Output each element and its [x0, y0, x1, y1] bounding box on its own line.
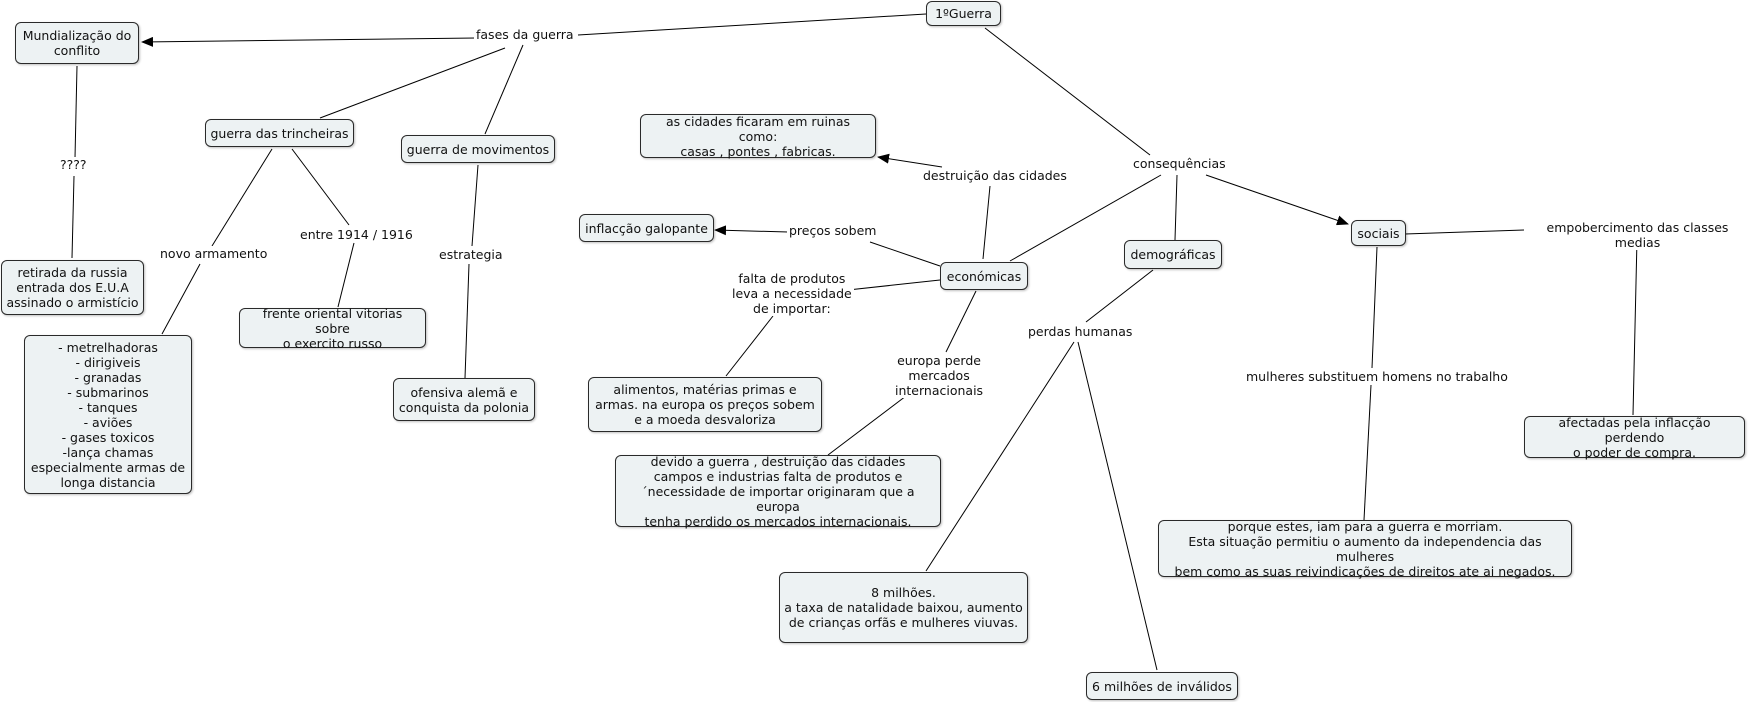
node-8-milhoes[interactable]: 8 milhões. a taxa de natalidade baixou, …: [779, 572, 1028, 643]
label-destruicao-das-cidades: destruição das cidades: [921, 168, 1069, 183]
node-cidades-em-ruinas[interactable]: as cidades ficaram em ruinas como: casas…: [640, 114, 876, 159]
node-alimentos-materias-primas[interactable]: alimentos, matérias primas e armas. na e…: [588, 377, 822, 432]
label-fases-da-guerra: fases da guerra: [474, 27, 576, 42]
label-entre-1914-1916: entre 1914 / 1916: [298, 227, 415, 242]
label-empobrecimento: empobercimento das classes medias: [1524, 220, 1751, 250]
node-inflaccao-galopante[interactable]: inflacção galopante: [579, 214, 714, 242]
label-perdas-humanas: perdas humanas: [1026, 324, 1135, 339]
node-1a-guerra[interactable]: 1ºGuerra: [926, 1, 1001, 26]
label-falta-de-produtos: falta de produtos leva a necessidade de …: [730, 271, 854, 316]
node-guerra-de-movimentos[interactable]: guerra de movimentos: [401, 135, 555, 163]
label-interrogacao: ????: [58, 157, 89, 172]
node-porque-estes[interactable]: porque estes, iam para a guerra e morria…: [1158, 519, 1572, 579]
node-frente-oriental[interactable]: frente oriental vitorias sobre o exercit…: [239, 306, 426, 351]
node-retirada-da-russia[interactable]: retirada da russia entrada dos E.U.A ass…: [1, 260, 144, 315]
node-afectadas-pela-inflaccao[interactable]: afectadas pela inflacção perdendo o pode…: [1524, 415, 1745, 460]
node-devido-a-guerra[interactable]: devido a guerra , destruição das cidades…: [615, 454, 941, 529]
node-sociais[interactable]: sociais: [1351, 220, 1406, 246]
label-estrategia: estrategia: [437, 247, 505, 262]
label-novo-armamento: novo armamento: [158, 246, 270, 261]
node-guerra-das-trincheiras[interactable]: guerra das trincheiras: [205, 119, 354, 147]
label-europa-perde-mercados: europa perde mercados internacionais: [893, 353, 986, 398]
label-precos-sobem: preços sobem: [787, 223, 879, 238]
node-demograficas[interactable]: demográficas: [1124, 240, 1222, 269]
node-economicas[interactable]: económicas: [940, 262, 1028, 290]
node-mundializacao-do-conflito[interactable]: Mundialização do conflito: [15, 22, 139, 64]
node-ofensiva-alema[interactable]: ofensiva alemã e conquista da polonia: [393, 378, 535, 421]
label-consequencias: consequências: [1131, 156, 1228, 171]
node-lista-armamento[interactable]: - metrelhadoras - dirigiveis - granadas …: [24, 335, 192, 494]
label-mulheres-substituem: mulheres substituem homens no trabalho: [1244, 369, 1510, 384]
node-6-milhoes-invalidos[interactable]: 6 milhões de inválidos: [1086, 672, 1238, 700]
